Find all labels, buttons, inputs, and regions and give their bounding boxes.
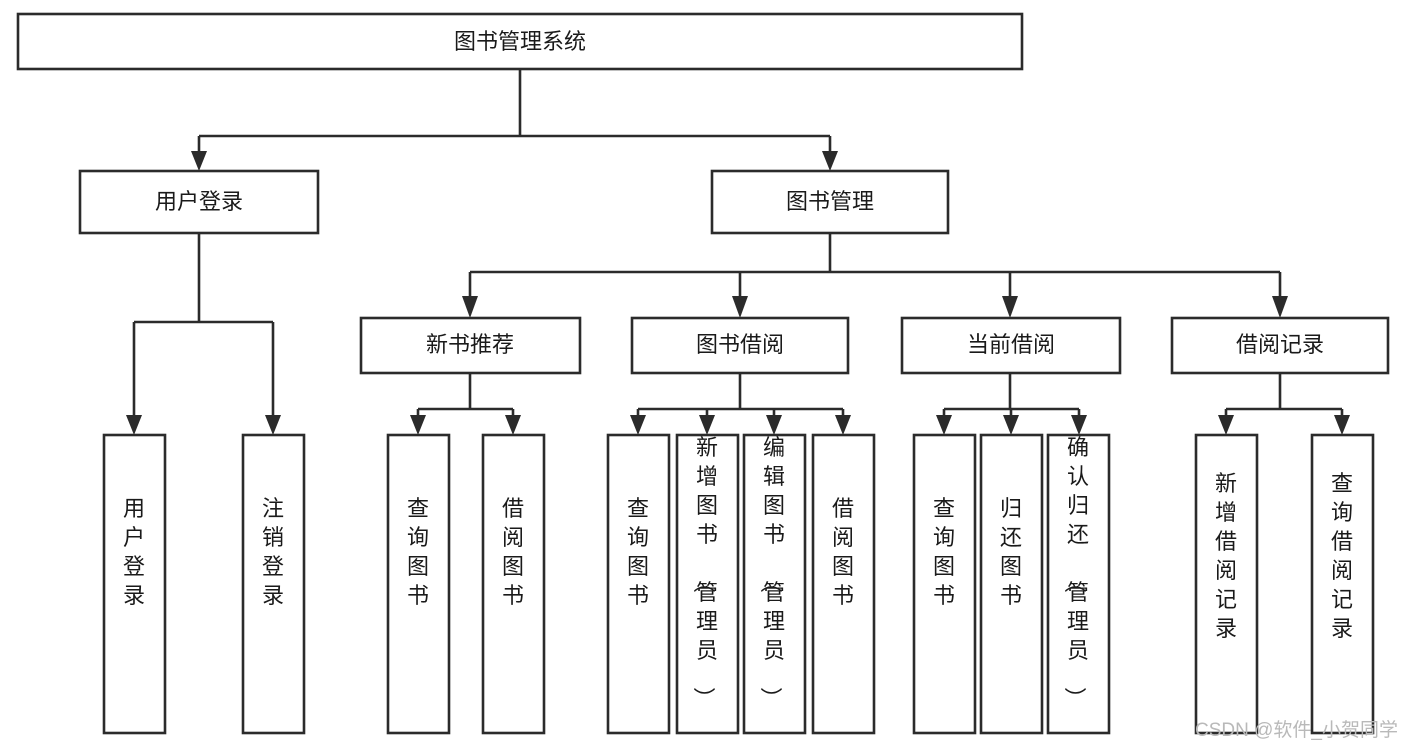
node-book-borrow[interactable]: 图书借阅	[630, 316, 850, 375]
leaf-box-book-borrow-4[interactable]	[811, 433, 876, 735]
leaf-label-current-borrow-1: 查询图书	[933, 496, 955, 608]
arrow-head-leaf-cb-2	[1003, 415, 1019, 435]
arrow-head-leaf-bb-2	[699, 415, 715, 435]
leaf-label-new-book-2: 借阅图书	[502, 496, 524, 608]
node-root-label: 图书管理系统	[454, 29, 586, 54]
node-user-login-box[interactable]	[78, 169, 320, 235]
leaf-label-borrow-records-2: 查询借阅记录	[1331, 471, 1353, 641]
connector-group-root	[191, 69, 838, 171]
arrow-head-leaf-nb-2	[505, 415, 521, 435]
leaf-label-user-login-1: 用户登录	[123, 496, 145, 608]
leaf-label-borrow-records-1: 新增借阅记录	[1215, 471, 1237, 641]
connector-group-book-manage	[462, 233, 1288, 318]
leaf-label-current-borrow-2: 归还图书	[1000, 496, 1022, 608]
arrow-head-user-login	[191, 151, 207, 171]
node-book-borrow-label: 图书借阅	[696, 332, 784, 357]
leaf-label-book-borrow-1: 查询图书	[627, 496, 649, 608]
node-borrow-records-box[interactable]	[1170, 316, 1390, 375]
connector-group-book-borrow	[630, 373, 851, 435]
leaf-box-current-borrow-3[interactable]	[1046, 433, 1111, 735]
connector-group-current-borrow	[936, 373, 1087, 435]
arrow-head-leaf-bb-3	[766, 415, 782, 435]
arrow-head-leaf-nb-1	[410, 415, 426, 435]
leaf-node-new-book-2[interactable]: 借阅图书	[481, 433, 546, 735]
leaf-box-book-borrow-3[interactable]	[742, 433, 807, 735]
arrow-head-leaf-br-1	[1218, 415, 1234, 435]
node-borrow-records-label: 借阅记录	[1236, 332, 1324, 357]
leaf-box-current-borrow-2[interactable]	[979, 433, 1044, 735]
arrow-head-current-borrow	[1002, 296, 1018, 318]
leaf-box-borrow-records-2[interactable]	[1310, 433, 1375, 735]
node-new-book-recommend-label: 新书推荐	[426, 332, 514, 357]
leaf-node-book-borrow-1[interactable]: 查询图书	[606, 433, 671, 735]
leaf-node-user-login-2[interactable]: 注销登录	[241, 433, 306, 735]
node-new-book-recommend[interactable]: 新书推荐	[359, 316, 582, 375]
leaf-label-book-borrow-3: 编辑图书（管理员）	[758, 435, 785, 709]
leaf-label-book-borrow-4: 借阅图书	[832, 496, 854, 608]
connector-group-new-book	[410, 373, 521, 435]
leaf-box-user-login-1[interactable]	[102, 433, 167, 735]
node-book-manage[interactable]: 图书管理	[710, 169, 950, 235]
arrow-head-book-borrow	[732, 296, 748, 318]
node-user-login-label: 用户登录	[155, 189, 243, 214]
node-new-book-recommend-box[interactable]	[359, 316, 582, 375]
leaf-node-current-borrow-3[interactable]: 确认归还（管理员）	[1046, 433, 1111, 735]
arrow-head-leaf-br-2	[1334, 415, 1350, 435]
leaf-box-borrow-records-1[interactable]	[1194, 433, 1259, 735]
leaf-node-current-borrow-2[interactable]: 归还图书	[979, 433, 1044, 735]
node-root[interactable]: 图书管理系统	[16, 12, 1024, 71]
leaf-box-new-book-2[interactable]	[481, 433, 546, 735]
leaf-node-borrow-records-2[interactable]: 查询借阅记录	[1310, 433, 1375, 735]
node-current-borrow[interactable]: 当前借阅	[900, 316, 1122, 375]
leaf-box-book-borrow-1[interactable]	[606, 433, 671, 735]
node-book-manage-box[interactable]	[710, 169, 950, 235]
arrow-head-leaf-cb-1	[936, 415, 952, 435]
leaf-node-book-borrow-4[interactable]: 借阅图书	[811, 433, 876, 735]
watermark-label: CSDN @软件_小贺同学	[1195, 719, 1398, 741]
leaf-box-current-borrow-1[interactable]	[912, 433, 977, 735]
leaf-node-new-book-1[interactable]: 查询图书	[386, 433, 451, 735]
leaf-label-user-login-2: 注销登录	[262, 496, 284, 608]
leaf-label-book-borrow-2: 新增图书（管理员）	[691, 435, 718, 709]
connector-group-user-login	[126, 233, 281, 435]
leaf-node-book-borrow-3[interactable]: 编辑图书（管理员）	[742, 433, 807, 735]
leaf-label-new-book-1: 查询图书	[407, 496, 429, 608]
node-borrow-records[interactable]: 借阅记录	[1170, 316, 1390, 375]
leaf-node-current-borrow-1[interactable]: 查询图书	[912, 433, 977, 735]
node-user-login[interactable]: 用户登录	[78, 169, 320, 235]
arrow-head-book-manage	[822, 151, 838, 171]
node-book-manage-label: 图书管理	[786, 189, 874, 214]
leaf-box-book-borrow-2[interactable]	[675, 433, 740, 735]
leaf-box-new-book-1[interactable]	[386, 433, 451, 735]
leaf-node-borrow-records-1[interactable]: 新增借阅记录	[1194, 433, 1259, 735]
arrow-head-leaf-user-login-1	[126, 415, 142, 435]
leaf-node-book-borrow-2[interactable]: 新增图书（管理员）	[675, 433, 740, 735]
leaf-box-user-login-2[interactable]	[241, 433, 306, 735]
leaf-label-current-borrow-3: 确认归还（管理员）	[1062, 435, 1089, 709]
arrow-head-borrow-records	[1272, 296, 1288, 318]
leaf-node-user-login-1[interactable]: 用户登录	[102, 433, 167, 735]
node-book-borrow-box[interactable]	[630, 316, 850, 375]
arrow-head-leaf-bb-1	[630, 415, 646, 435]
node-current-borrow-label: 当前借阅	[967, 332, 1055, 357]
node-root-box[interactable]	[16, 12, 1024, 71]
arrow-head-new-book	[462, 296, 478, 318]
connector-group-borrow-records	[1218, 373, 1350, 435]
arrow-head-leaf-user-login-2	[265, 415, 281, 435]
arrow-head-leaf-cb-3	[1071, 415, 1087, 435]
node-current-borrow-box[interactable]	[900, 316, 1122, 375]
arrow-head-leaf-bb-4	[835, 415, 851, 435]
